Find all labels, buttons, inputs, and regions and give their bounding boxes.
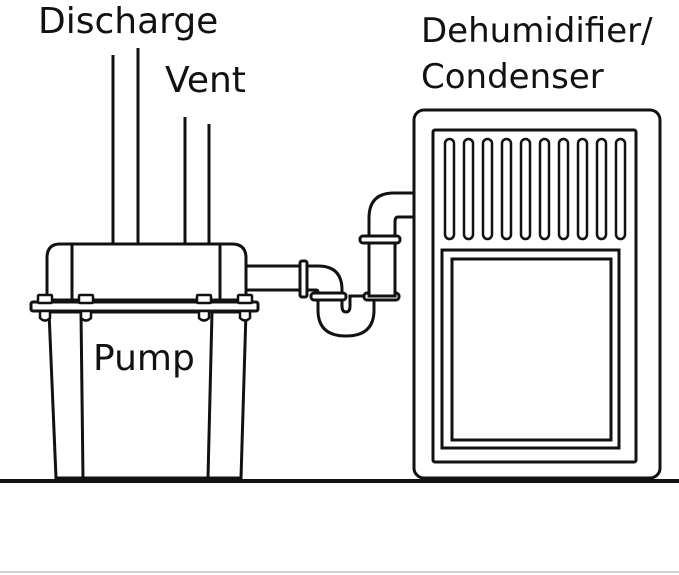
vent-label: Vent <box>165 60 246 101</box>
vent-pipe <box>183 117 211 244</box>
dehumidifier-label-line1: Dehumidifier/ <box>421 11 653 51</box>
pump-bolts <box>36 293 254 322</box>
dehumidifier-label-line2: Condenser <box>421 57 604 97</box>
pump-label: Pump <box>93 338 195 379</box>
discharge-label: Discharge <box>38 1 218 42</box>
dehumidifier-vents <box>443 137 627 241</box>
drain-pipe <box>244 191 416 338</box>
discharge-pipe <box>111 48 140 244</box>
